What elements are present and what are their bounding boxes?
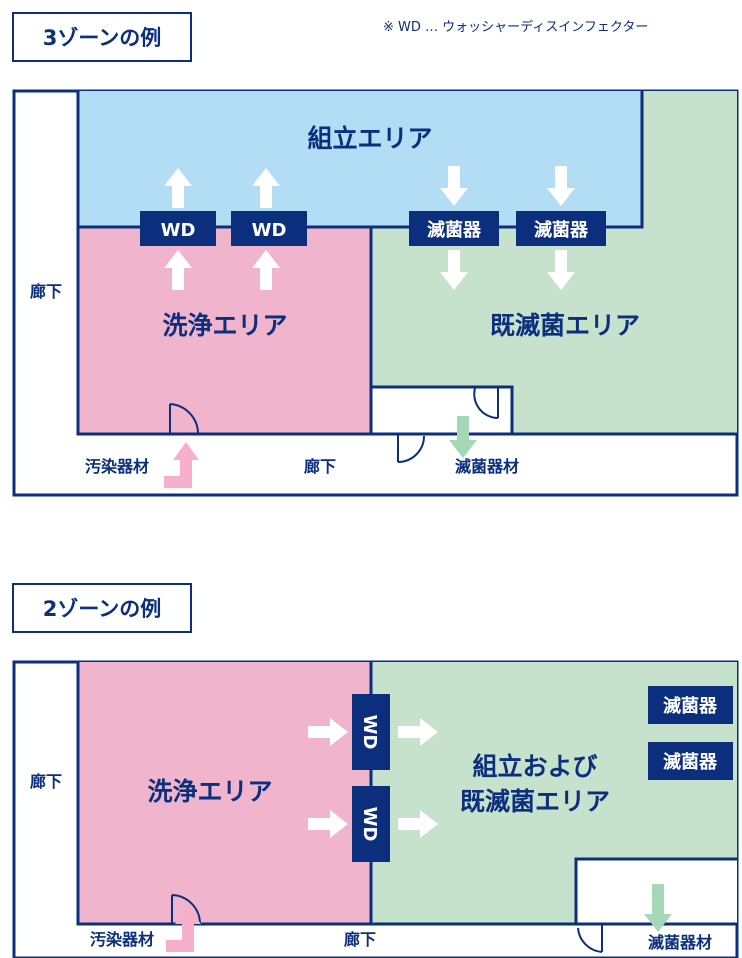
- diagram1-sterilizer-label-1: 滅菌器: [427, 219, 482, 241]
- diagram2-wd-label-1: WD: [359, 715, 380, 750]
- diagram2-assembly-label-line1: 組立および: [472, 752, 597, 781]
- arrow-down-icon: [547, 166, 575, 206]
- arrow-right-icon: [308, 810, 348, 838]
- arrow-right-icon: [308, 718, 348, 746]
- diagram1-sterile-label: 既滅菌エリア: [490, 311, 640, 340]
- diagram1-sterilizer-label-2: 滅菌器: [534, 219, 589, 241]
- diagram1-white-arrows: [164, 166, 575, 290]
- diagram1-sterilized-label: 滅菌器材: [455, 457, 519, 476]
- diagram1-contaminated-label: 汚染器材: [85, 457, 149, 476]
- diagram1-wd-label-2: WD: [252, 220, 287, 241]
- diagram1-sterilizer-1: [409, 211, 499, 246]
- diagram2-white-arrows: [308, 718, 438, 838]
- assembly-area-zone: [78, 91, 642, 227]
- diagram2-sterilized-outbound-arrow-icon: [644, 884, 672, 932]
- arrow-down-icon: [440, 250, 468, 290]
- wd-footnote: ※ WD … ウォッシャーディスインフェクター: [383, 20, 649, 35]
- diagram2-sterilizer-2: [648, 742, 733, 780]
- arrow-right-icon: [398, 810, 438, 838]
- arrow-up-icon: [252, 168, 280, 208]
- diagram2-contaminated-inbound-arrow-icon: [166, 906, 201, 952]
- diagram1-floor-plan: WD WD 滅菌器 滅菌器 組立エリア 洗浄エリア 既滅菌エリア 廊下 廊下 汚…: [12, 89, 739, 497]
- diagram1-wash-label: 洗浄エリア: [162, 311, 287, 340]
- arrow-down-icon: [547, 250, 575, 290]
- diagram1-corridor-left-label: 廊下: [30, 282, 62, 301]
- diagram2-wash-door: [171, 894, 201, 925]
- diagram2-sterilized-label: 滅菌器材: [648, 933, 712, 952]
- diagram1-title: 3ゾーンの例: [12, 12, 192, 62]
- diagram1-sterilizer-2: [516, 211, 606, 246]
- arrow-up-icon: [164, 168, 192, 208]
- diagram1-storage-door: [473, 387, 499, 419]
- diagram2-floor-plan: WD WD 滅菌器 滅菌器 洗浄エリア 組立および 既滅菌エリア 廊下 廊下 汚…: [12, 660, 739, 958]
- wash-area-zone: [78, 227, 371, 434]
- diagram2-title: 2ゾーンの例: [12, 583, 192, 633]
- diagram1-sterile-storage-room: [371, 387, 512, 434]
- diagram2-wash-area-zone: [78, 662, 371, 924]
- diagram2-assembly-label-line2: 既滅菌エリア: [460, 787, 610, 816]
- diagram1-wash-door: [169, 403, 200, 435]
- contaminated-inbound-arrow-icon: [164, 442, 199, 488]
- diagram2-corridor-left-label: 廊下: [30, 772, 62, 791]
- diagram1-walls: [76, 91, 737, 436]
- diagram2-sterilizer-label-2: 滅菌器: [663, 751, 718, 773]
- diagram2-wd-unit-2: [352, 786, 390, 862]
- diagram2-sterilizer-1: [648, 686, 733, 724]
- arrow-down-icon: [440, 166, 468, 206]
- diagram1-corridor-bottom-label: 廊下: [304, 457, 336, 476]
- diagram1-corridor-door: [397, 434, 425, 463]
- arrow-right-icon: [398, 718, 438, 746]
- diagram2-corridor-door: [577, 924, 603, 953]
- sterilized-outbound-arrow-icon: [449, 416, 477, 458]
- diagram2-corridor-bottom-label: 廊下: [344, 930, 376, 949]
- diagram1-wd-unit-1: [140, 211, 216, 246]
- arrow-up-icon: [252, 250, 280, 290]
- diagram2-contaminated-label: 汚染器材: [90, 930, 154, 949]
- diagram2-sterilizer-label-1: 滅菌器: [663, 695, 718, 717]
- diagram1-wd-label-1: WD: [161, 220, 196, 241]
- diagram2-wd-unit-1: [352, 694, 390, 770]
- sterile-area-zone-right: [642, 91, 737, 434]
- diagram1-wd-unit-2: [231, 211, 307, 246]
- diagram1-assembly-label: 組立エリア: [307, 124, 432, 153]
- diagram2-wash-label: 洗浄エリア: [147, 777, 272, 806]
- arrow-up-icon: [164, 250, 192, 290]
- diagram2-wd-label-2: WD: [359, 807, 380, 842]
